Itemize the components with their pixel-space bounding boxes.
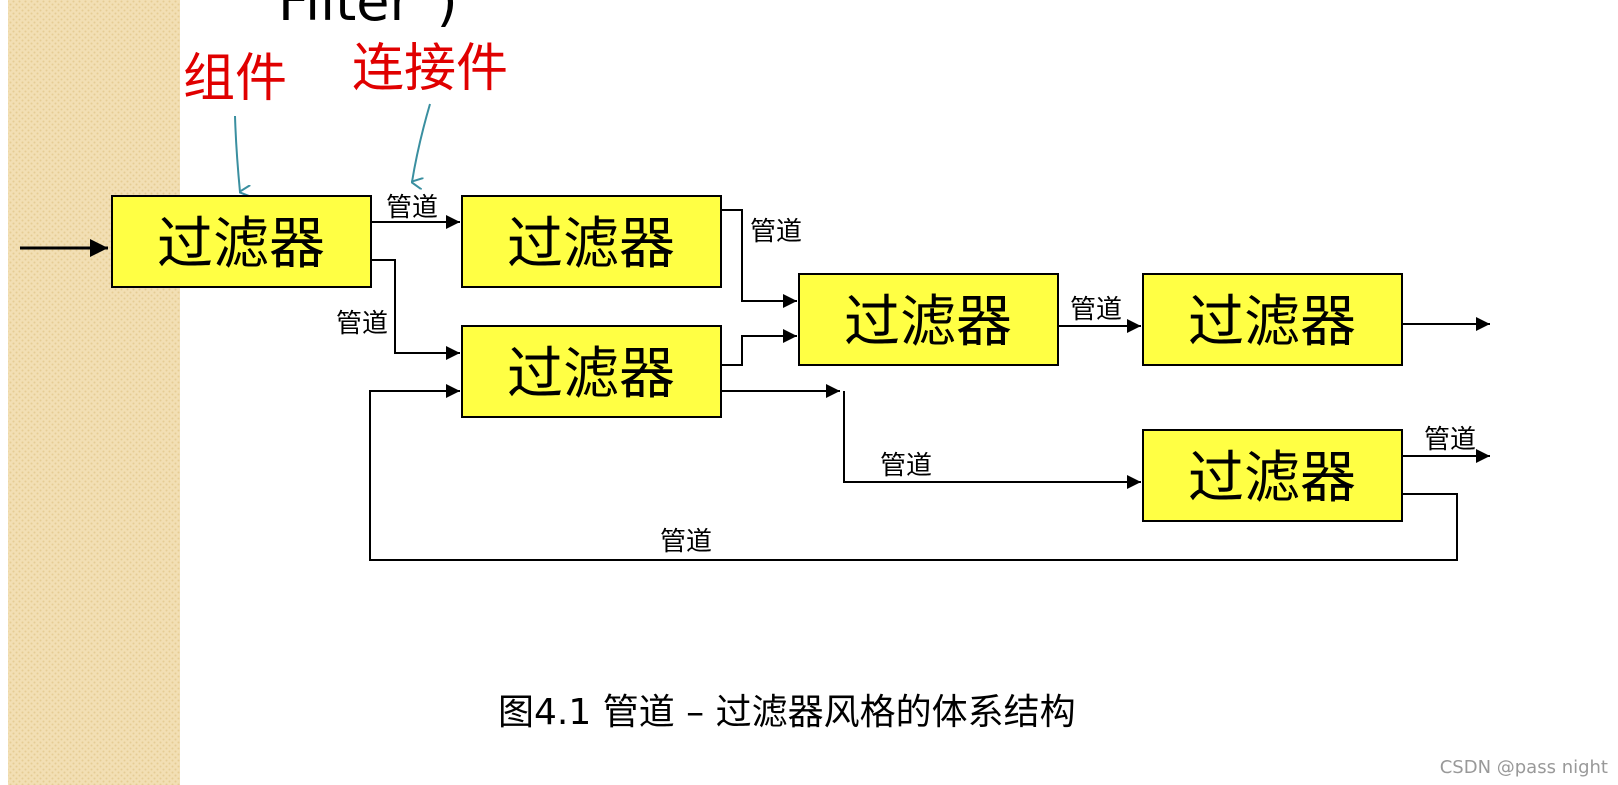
pipe-label-6: 管道 bbox=[1424, 425, 1476, 455]
filter-label-1: 过滤器 bbox=[157, 212, 325, 277]
component-callout-arrow bbox=[234, 115, 240, 192]
pipe-f3-f4 bbox=[720, 329, 797, 366]
pipe-f3-f6 bbox=[843, 391, 1141, 489]
pipe-labels: 管道 管道 管道 管道 管道 管道 管道 bbox=[336, 193, 1476, 557]
pipe-label-5: 管道 bbox=[880, 451, 932, 481]
filter-box-4 bbox=[798, 273, 1059, 366]
filter-label-4: 过滤器 bbox=[844, 290, 1012, 355]
filter-label-2: 过滤器 bbox=[507, 212, 675, 277]
pipe-label-1: 管道 bbox=[386, 193, 438, 223]
filter-label-5: 过滤器 bbox=[1188, 290, 1356, 355]
pipe-label-2: 管道 bbox=[336, 309, 388, 339]
pipe-f1-f3 bbox=[370, 259, 460, 360]
pipe-label-4: 管道 bbox=[1070, 295, 1122, 325]
pipe-f2-f4 bbox=[720, 209, 797, 308]
filter-box-2 bbox=[461, 195, 722, 288]
filter-boxes bbox=[111, 195, 1403, 522]
csdn-watermark: CSDN @pass night bbox=[1440, 757, 1608, 778]
figure-caption: 图4.1 管道 – 过滤器风格的体系结构 bbox=[498, 692, 1076, 733]
filter-box-1 bbox=[111, 195, 372, 288]
filter-label-6: 过滤器 bbox=[1188, 446, 1356, 511]
filter-box-5 bbox=[1142, 273, 1403, 366]
filter-label-3: 过滤器 bbox=[507, 342, 675, 407]
connector-callout: 连接件 bbox=[352, 39, 508, 99]
connector-callout-arrow bbox=[412, 103, 431, 182]
partial-slide-title: Filter") bbox=[278, 0, 458, 33]
pipe-label-7: 管道 bbox=[660, 527, 712, 557]
filter-box-6 bbox=[1142, 429, 1403, 522]
pipe-lines bbox=[20, 209, 1490, 561]
feedback-pipe bbox=[369, 384, 1458, 561]
filter-box-3 bbox=[461, 325, 722, 418]
pipe-label-3: 管道 bbox=[750, 217, 802, 247]
filter-labels: 过滤器 过滤器 过滤器 过滤器 过滤器 过滤器 bbox=[157, 212, 1356, 511]
slide-sidebar bbox=[8, 0, 180, 785]
component-callout: 组件 bbox=[183, 49, 287, 109]
